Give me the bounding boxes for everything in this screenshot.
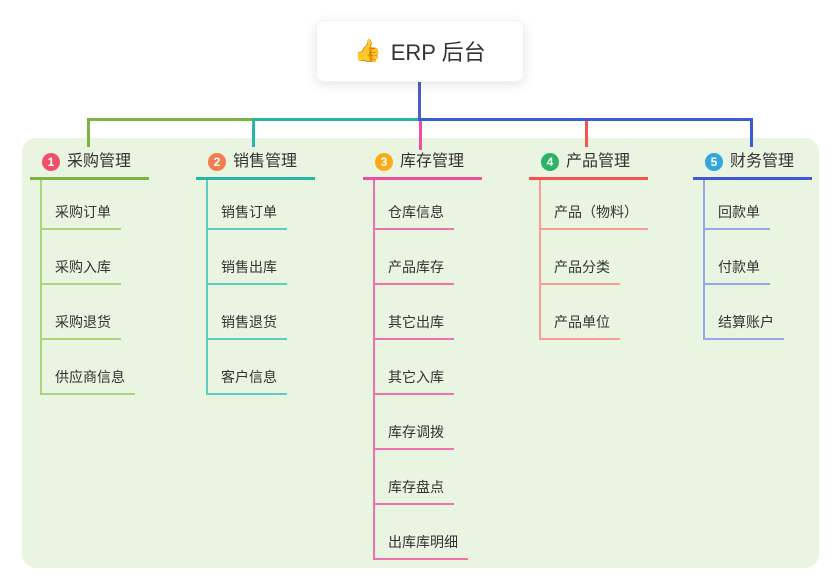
child-node-stock-transfer[interactable]: 库存调拨	[373, 423, 454, 450]
child-node-other-outbound[interactable]: 其它出库	[373, 313, 454, 340]
branch-trunk-line	[373, 180, 375, 560]
connector-segment-procurement	[87, 118, 252, 121]
child-node-stock-count[interactable]: 库存盘点	[373, 478, 454, 505]
branch-title-sales[interactable]: 2 销售管理	[196, 151, 316, 180]
child-node-product-unit[interactable]: 产品单位	[539, 313, 620, 340]
child-node-sales-return[interactable]: 销售退货	[206, 313, 287, 340]
connector-drop-product	[585, 121, 588, 147]
child-node-receipt-bill[interactable]: 回款单	[703, 203, 770, 230]
branch-title-label: 库存管理	[400, 153, 465, 170]
child-node-settlement-account[interactable]: 结算账户	[703, 313, 784, 340]
branches-canvas	[22, 138, 819, 568]
branch-trunk-line	[206, 180, 208, 395]
branch-title-procurement[interactable]: 1 采购管理	[30, 151, 150, 180]
child-node-other-inbound[interactable]: 其它入库	[373, 368, 454, 395]
branch-number-badge: 2	[208, 153, 226, 171]
connector-segment-finance	[418, 118, 753, 121]
branch-trunk-line	[40, 180, 42, 395]
branch-number-badge: 1	[42, 153, 60, 171]
branch-trunk-line	[539, 180, 541, 340]
branch-title-label: 产品管理	[566, 153, 631, 170]
connector-drop-finance	[750, 121, 753, 147]
child-node-outbound-detail[interactable]: 出库库明细	[373, 533, 468, 560]
child-node-payment-bill[interactable]: 付款单	[703, 258, 770, 285]
branch-number-badge: 5	[705, 153, 723, 171]
child-node-purchase-inbound[interactable]: 采购入库	[40, 258, 121, 285]
child-node-purchase-return[interactable]: 采购退货	[40, 313, 121, 340]
child-node-customer-info[interactable]: 客户信息	[206, 368, 287, 395]
branch-title-finance[interactable]: 5 财务管理	[693, 151, 813, 180]
child-node-purchase-order[interactable]: 采购订单	[40, 203, 121, 230]
thumbs-up-icon: 👍	[354, 38, 382, 63]
branch-trunk-line	[703, 180, 705, 340]
root-connector-line	[418, 82, 421, 119]
branch-title-label: 财务管理	[730, 153, 795, 170]
child-node-product-category[interactable]: 产品分类	[539, 258, 620, 285]
branch-number-badge: 3	[375, 153, 393, 171]
connector-drop-inventory	[419, 121, 422, 150]
branch-title-label: 采购管理	[67, 153, 132, 170]
child-node-sales-outbound[interactable]: 销售出库	[206, 258, 287, 285]
child-node-product-stock[interactable]: 产品库存	[373, 258, 454, 285]
branch-title-inventory[interactable]: 3 库存管理	[363, 151, 483, 180]
branch-number-badge: 4	[541, 153, 559, 171]
connector-drop-sales	[252, 121, 255, 147]
root-node-label: ERP 后台	[390, 40, 486, 65]
child-node-supplier-info[interactable]: 供应商信息	[40, 368, 135, 395]
child-node-warehouse-info[interactable]: 仓库信息	[373, 203, 454, 230]
branch-title-label: 销售管理	[233, 153, 298, 170]
connector-segment-sales	[252, 118, 418, 121]
branch-title-product[interactable]: 4 产品管理	[529, 151, 649, 180]
child-node-product-material[interactable]: 产品（物料）	[539, 203, 648, 230]
root-node-erp-backend[interactable]: 👍 ERP 后台	[316, 20, 524, 82]
connector-drop-procurement	[87, 121, 90, 147]
child-node-sales-order[interactable]: 销售订单	[206, 203, 287, 230]
